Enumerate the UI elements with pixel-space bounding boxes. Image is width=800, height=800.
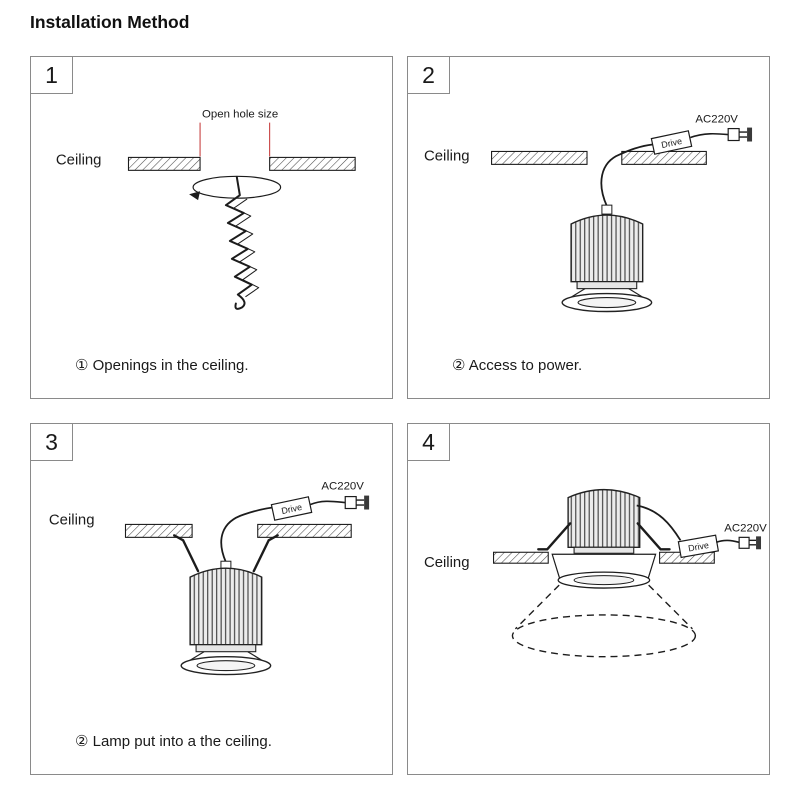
- panel-step-3: 3 Ceiling: [30, 423, 393, 775]
- step-number: 1: [31, 57, 73, 94]
- panel-step-4: 4 Ceiling: [407, 423, 770, 775]
- panel-step-2: 2 Ceiling: [407, 56, 770, 399]
- wire-connector: [601, 204, 613, 215]
- plug-icon: [715, 536, 762, 550]
- hole-cutter-icon: [224, 176, 260, 310]
- driver-box: Drive: [270, 496, 313, 521]
- ceiling-label: Ceiling: [56, 152, 102, 168]
- panel-step-1: 1 Ceiling Open hole size: [30, 56, 393, 399]
- svg-text:Drive: Drive: [660, 136, 683, 150]
- downlight-lamp-icon: [180, 567, 272, 676]
- ceiling-label: Ceiling: [424, 148, 470, 164]
- driver-box: Drive: [650, 130, 693, 155]
- svg-text:Drive: Drive: [687, 540, 709, 553]
- step-4-illustration: Ceiling: [424, 489, 767, 658]
- steps-grid: 1 Ceiling Open hole size: [30, 56, 770, 775]
- step-caption: ① Openings in the ceiling.: [75, 357, 249, 374]
- step-caption: ② Lamp put into a the ceiling.: [75, 733, 272, 750]
- step-number: 2: [408, 57, 450, 94]
- trim-ring: [551, 553, 657, 589]
- open-hole-markers: [199, 122, 271, 157]
- open-hole-size-label: Open hole size: [202, 109, 278, 121]
- ceiling-cross-section: [124, 523, 352, 538]
- downlight-lamp-icon: [567, 489, 641, 554]
- ceiling-label: Ceiling: [49, 512, 95, 528]
- voltage-label: AC220V: [321, 481, 364, 493]
- spring-clips-icon: [537, 522, 671, 551]
- ceiling-cross-section: [491, 150, 707, 165]
- voltage-label: AC220V: [695, 114, 738, 126]
- plug-icon: [310, 495, 370, 510]
- ceiling-cross-section: [127, 156, 356, 171]
- downlight-lamp-icon: [561, 214, 653, 313]
- svg-text:Drive: Drive: [280, 502, 303, 516]
- plug-icon: [690, 127, 753, 142]
- rotation-arrow-icon: [189, 175, 282, 201]
- light-beam-icon: [511, 584, 697, 658]
- step-2-illustration: Ceiling Drive AC220V: [424, 114, 753, 313]
- spring-clips-icon: [173, 534, 279, 573]
- voltage-label: AC220V: [724, 522, 767, 534]
- step-1-illustration: Ceiling Open hole size: [56, 109, 356, 310]
- ceiling-label: Ceiling: [424, 555, 470, 571]
- step-number: 4: [408, 424, 450, 461]
- power-wire: [600, 143, 653, 207]
- power-wire: [636, 504, 682, 541]
- step-number: 3: [31, 424, 73, 461]
- step-3-illustration: Ceiling Drive AC220V: [49, 481, 370, 676]
- page-title: Installation Method: [30, 12, 190, 32]
- driver-box: Drive: [677, 534, 720, 559]
- power-wire: [220, 506, 273, 563]
- step-caption: ② Access to power.: [452, 357, 583, 374]
